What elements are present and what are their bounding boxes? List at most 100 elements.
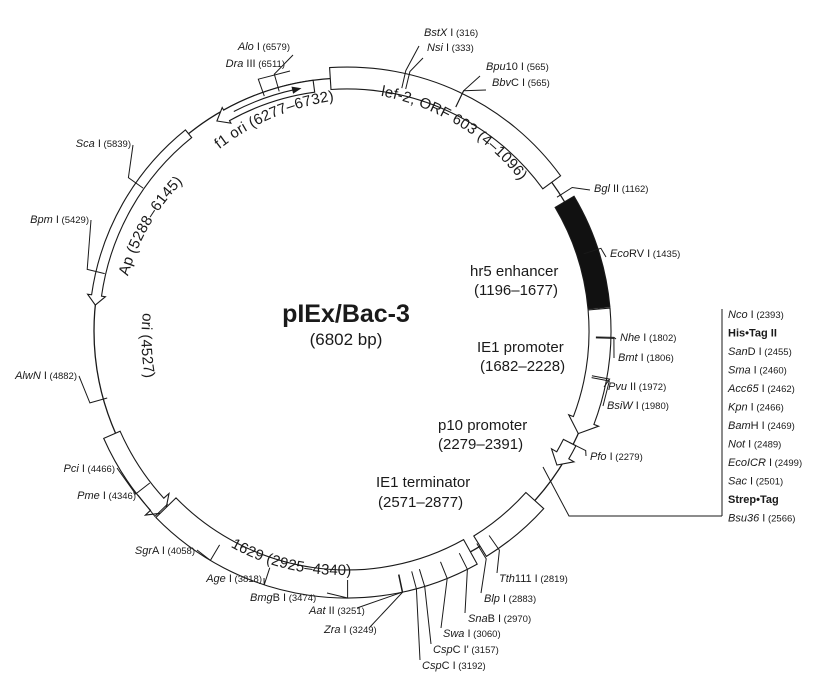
site-enzyme-suffix: I	[633, 400, 639, 412]
site-label-swa-i-3060: Swa I (3060)	[443, 628, 501, 640]
site-position: (4346)	[106, 491, 136, 502]
site-enzyme-name: Bpm	[30, 214, 53, 226]
site-label-bmgb-i-3474: BmgB I (3474)	[250, 592, 316, 604]
site-enzyme-suffix: I	[41, 370, 47, 382]
site-tick-snab-i-2970	[458, 552, 468, 614]
feature-hr5-enhancer	[554, 195, 611, 310]
site-label-nhe-i-1802: Nhe I (1802)	[620, 332, 676, 344]
site-position: (4466)	[85, 464, 115, 475]
feature-label-hr5: hr5 enhancer	[470, 263, 558, 280]
site-label-pci-i-4466: Pci I (4466)	[63, 463, 115, 475]
site-position: (1435)	[650, 249, 680, 260]
site-position: (2883)	[506, 594, 536, 605]
site-enzyme-suffix: B I	[488, 613, 501, 625]
site-tick-blp-i-2883	[476, 543, 487, 594]
site-enzyme-name: Tth	[499, 573, 515, 585]
mcs-enzyme-name: Kpn	[728, 402, 748, 414]
site-enzyme-name: Zra	[323, 624, 341, 636]
mcs-site-ecoicr-i: EcoICR I (2499)	[728, 457, 802, 469]
feature-range-ie1-promoter: (1682–2228)	[480, 358, 565, 375]
mcs-tag-his-tag-ii: His•Tag II	[728, 328, 777, 340]
site-tick-pvu-ii-1972	[591, 375, 611, 388]
site-enzyme-name: BsiW	[607, 400, 634, 412]
site-tick-bpm-i-5429	[86, 219, 105, 275]
feature-lef-2-orf-603	[329, 66, 562, 190]
site-position: (2819)	[538, 574, 568, 585]
site-position: (6511)	[256, 59, 285, 70]
site-tick-alo-i-6579	[273, 54, 294, 92]
site-enzyme-suffix: 10 I	[506, 61, 524, 73]
site-enzyme-suffix: III	[243, 58, 255, 70]
site-label-nsi-i-333: Nsi I (333)	[427, 42, 474, 54]
site-enzyme-suffix: I	[640, 332, 646, 344]
site-position: (3818)	[232, 574, 262, 585]
site-enzyme-name: AlwN	[14, 370, 41, 382]
site-enzyme-name: Pci	[63, 463, 79, 475]
site-enzyme-name: Bgl	[594, 183, 610, 195]
site-enzyme-suffix: I	[464, 628, 470, 640]
site-enzyme-name: Aat	[308, 605, 326, 617]
site-tick-ecorv-i-1435	[583, 247, 607, 258]
site-label-pfo-i-2279: Pfo I (2279)	[590, 451, 643, 463]
mcs-enzyme-name: San	[728, 346, 748, 358]
site-enzyme-name: BstX	[424, 27, 448, 39]
feature-label-ie1-terminator: IE1 terminator	[376, 474, 470, 491]
site-enzyme-suffix: I	[447, 27, 453, 39]
site-position: (1802)	[646, 333, 676, 344]
site-position: (3251)	[335, 606, 365, 617]
mcs-position: (2469)	[765, 421, 795, 432]
site-label-bstx-i-316: BstX I (316)	[424, 27, 478, 39]
mcs-enzyme-name: Acc65	[727, 383, 759, 395]
site-position: (3192)	[456, 661, 486, 672]
site-label-sca-i-5839: Sca I (5839)	[76, 138, 131, 150]
mcs-position: (2499)	[772, 458, 802, 469]
site-enzyme-suffix: C I	[511, 77, 525, 89]
site-tick-swa-i-3060	[440, 561, 448, 629]
site-tick-bmgb-i-3474	[326, 580, 349, 599]
mcs-position: (2501)	[753, 477, 783, 488]
site-label-cspc-i-3192: CspC I (3192)	[422, 660, 486, 672]
site-enzyme-suffix: I	[95, 138, 101, 150]
site-enzyme-suffix: I	[226, 573, 232, 585]
site-tick-sca-i-5839	[127, 144, 144, 189]
site-position: (333)	[449, 43, 474, 54]
site-tick-cspc-i-3157	[418, 569, 432, 645]
site-tick-bmt-i-1806	[595, 337, 615, 359]
site-enzyme-name: Blp	[484, 593, 500, 605]
site-position: (1980)	[639, 401, 669, 412]
feature-label-ap: Ap (5288–6145)	[116, 173, 186, 278]
mcs-enzyme-suffix: H I	[751, 420, 765, 432]
site-label-alo-i-6579: Alo I (6579)	[237, 41, 290, 53]
mcs-position: (2460)	[757, 366, 787, 377]
site-enzyme-name: Bpu	[486, 61, 506, 73]
site-position: (3157)	[469, 645, 499, 656]
mcs-enzyme-suffix: D I	[748, 346, 762, 358]
site-position: (3249)	[347, 625, 377, 636]
site-enzyme-suffix: C I'	[453, 644, 469, 656]
site-label-pvu-ii-1972: Pvu II (1972)	[608, 381, 666, 393]
site-enzyme-suffix: II	[610, 183, 619, 195]
site-label-zra-i-3249: Zra I (3249)	[323, 624, 377, 636]
site-label-tth111-i-2819: Tth111 I (2819)	[499, 573, 568, 585]
site-enzyme-suffix: I	[500, 593, 506, 605]
site-tick-age-i-3818	[263, 567, 271, 585]
site-label-bsiw-i-1980: BsiW I (1980)	[607, 400, 669, 412]
site-enzyme-suffix: 111 I	[515, 573, 538, 585]
site-position: (4882)	[47, 371, 77, 382]
mcs-enzyme-suffix: I	[748, 402, 754, 414]
site-enzyme-suffix: I	[79, 463, 85, 475]
site-enzyme-suffix: I	[341, 624, 347, 636]
site-enzyme-name: Pme	[77, 490, 100, 502]
mcs-site-bsu36-i: Bsu36 I (2566)	[728, 513, 795, 525]
mcs-site-nco-i: Nco I (2393)	[728, 309, 784, 321]
site-enzyme-suffix: RV I	[629, 248, 650, 260]
mcs-enzyme-suffix: I	[766, 457, 772, 469]
site-position: (6579)	[260, 42, 290, 53]
mcs-site-bamh-i: BamH I (2469)	[728, 420, 795, 432]
site-position: (5429)	[59, 215, 89, 226]
site-label-dra-iii-6511: Dra III (6511)	[226, 58, 285, 70]
feature-ap	[86, 129, 193, 306]
site-enzyme-name: Csp	[422, 660, 442, 672]
mcs-position: (2462)	[765, 384, 795, 395]
site-label-bpm-i-5429: Bpm I (5429)	[30, 214, 89, 226]
